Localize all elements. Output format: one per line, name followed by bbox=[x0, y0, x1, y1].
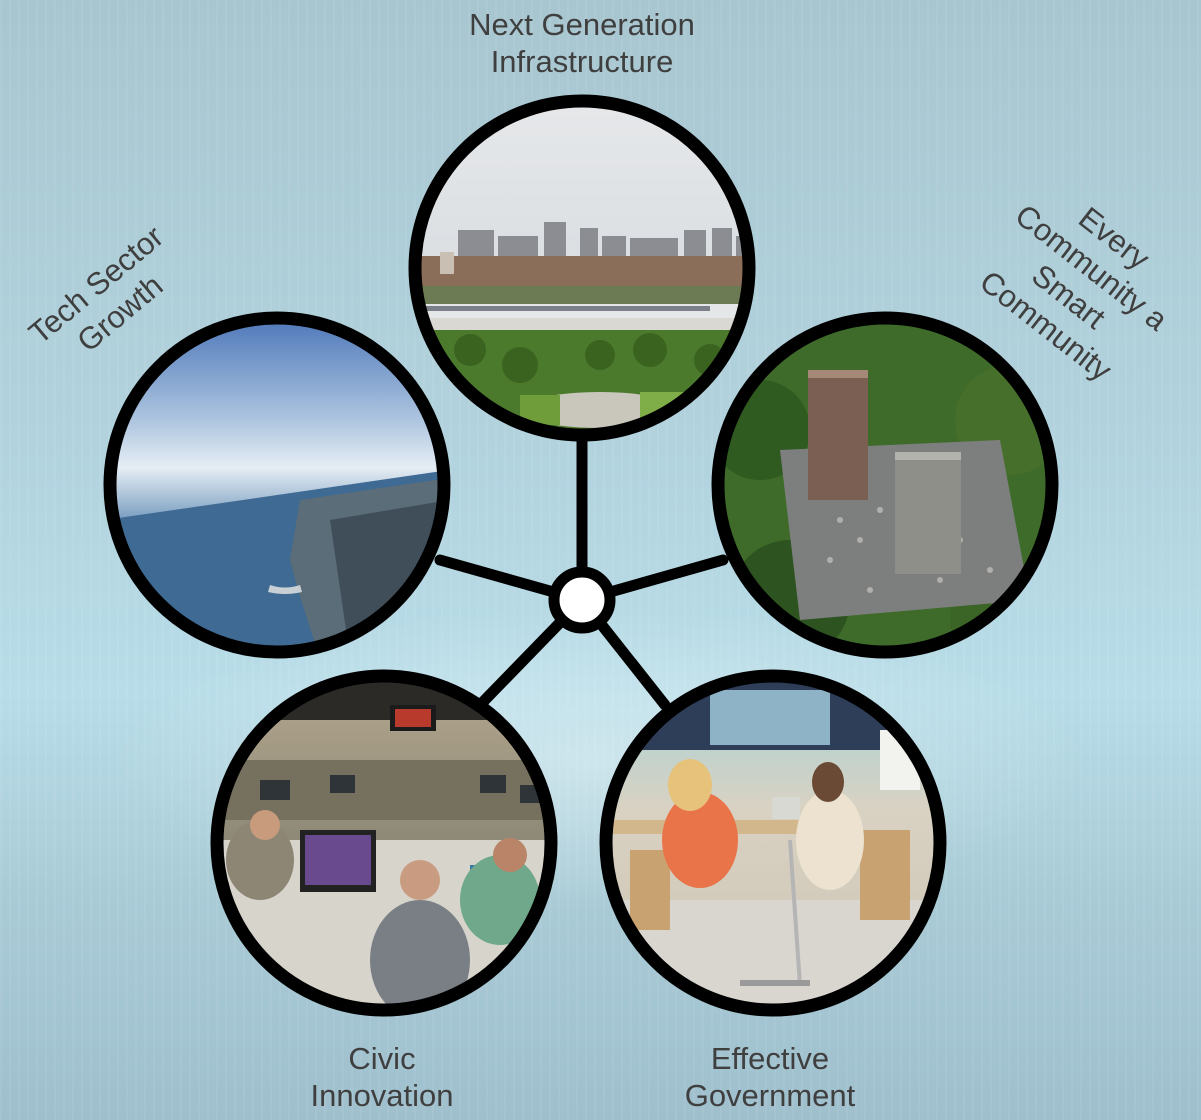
label-civic: Civic Innovation bbox=[310, 1041, 454, 1113]
node-ring-infrastructure bbox=[408, 94, 756, 442]
label-infrastructure: Next Generation Infrastructure bbox=[469, 7, 695, 79]
city-train-photo bbox=[415, 101, 749, 435]
node-ring-tech bbox=[103, 311, 451, 659]
office-workers-photo bbox=[217, 676, 551, 1010]
label-government: Effective Government bbox=[684, 1041, 856, 1113]
node-ring-community bbox=[711, 311, 1059, 659]
lake-aerial-photo bbox=[110, 318, 444, 652]
node-ring-government bbox=[599, 669, 947, 1017]
hub-circle bbox=[548, 566, 616, 634]
node-ring-civic bbox=[210, 669, 558, 1017]
